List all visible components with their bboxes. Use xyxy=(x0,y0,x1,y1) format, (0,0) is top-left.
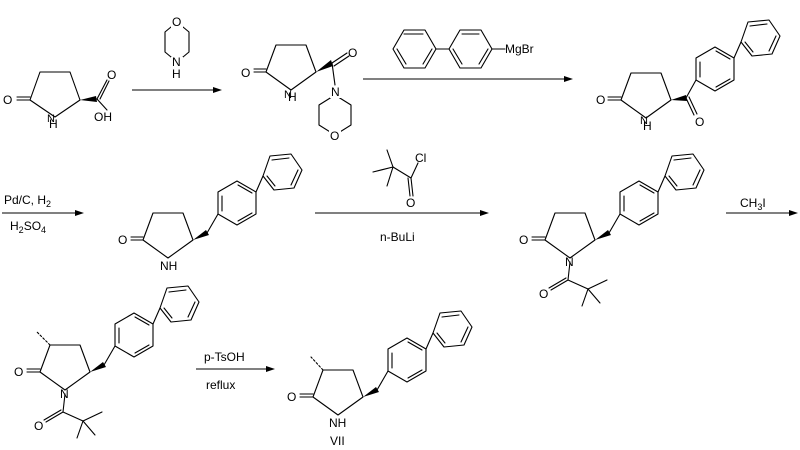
atom-o: O xyxy=(118,233,127,247)
atom-o: O xyxy=(596,93,605,107)
atom-o: O xyxy=(406,196,415,210)
atom-n: N xyxy=(331,85,340,99)
atom-nh: NH xyxy=(160,259,177,273)
atom-o: O xyxy=(287,390,296,404)
reagent-mgbr: MgBr xyxy=(505,42,534,56)
atom-o: O xyxy=(695,115,704,129)
atom-h: H xyxy=(172,67,181,81)
compound-2-morpholine-amide: O H O N O N xyxy=(241,44,357,143)
atom-o: O xyxy=(330,129,339,143)
atom-o: O xyxy=(3,93,12,107)
atom-n: N xyxy=(172,55,181,69)
atom-n: N xyxy=(47,113,55,125)
reagent-pd-h2-h2so4: Pd/C, H2 H2SO4 xyxy=(2,193,84,235)
atom-n: N xyxy=(60,387,69,401)
reaction-arrow-2 xyxy=(363,76,573,82)
compound-6-methylated-pivaloyl-lactam: O N O xyxy=(14,285,200,439)
reaction-arrow-5: CH3I xyxy=(726,196,798,216)
atom-nh: H xyxy=(49,117,58,131)
atom-o: O xyxy=(539,287,548,301)
compound-4-biphenylmethyl-lactam: O NH xyxy=(118,153,303,273)
reagent-reflux: reflux xyxy=(206,378,235,392)
atom-o: O xyxy=(34,419,43,433)
product-vii: O NH VII xyxy=(287,310,473,448)
reagent-h2so4: H2SO4 xyxy=(10,219,46,235)
reagent-morpholine: O N H xyxy=(164,15,190,81)
atom-o: O xyxy=(14,365,23,379)
compound-1-pyroglutamic-acid: O H O OH N xyxy=(3,68,116,131)
reaction-arrow-4: n-BuLi xyxy=(315,210,489,244)
reagent-ch3i: CH3I xyxy=(740,196,766,212)
atom-o: O xyxy=(107,68,116,82)
atom-nh: H xyxy=(288,90,297,104)
compound-5-n-pivaloyl-lactam: O N O xyxy=(519,153,705,307)
reagent-pdc-h2: Pd/C, H2 xyxy=(4,193,51,209)
reaction-arrow-1 xyxy=(132,87,222,93)
reagent-nbuli: n-BuLi xyxy=(380,230,415,244)
atom-n: N xyxy=(565,255,574,269)
atom-o: O xyxy=(241,66,250,80)
reagent-ptsoh: p-TsOH xyxy=(204,350,245,364)
reagent-pivaloyl-chloride: Cl O xyxy=(372,149,426,210)
atom-n: N xyxy=(640,115,648,127)
atom-o: O xyxy=(348,46,357,60)
atom-nh: NH xyxy=(329,416,346,430)
reagent-biphenyl-grignard: MgBr xyxy=(392,29,534,69)
reaction-arrow-6: p-TsOH reflux xyxy=(196,350,275,392)
compound-3-biphenyl-ketone: O H N O xyxy=(596,19,781,133)
atom-o: O xyxy=(172,15,181,29)
atom-nh: H xyxy=(643,119,652,133)
atom-cl: Cl xyxy=(415,151,426,165)
atom-oh: OH xyxy=(94,110,112,124)
atom-o: O xyxy=(519,233,528,247)
product-label: VII xyxy=(330,434,345,448)
atom-n: N xyxy=(284,89,292,101)
